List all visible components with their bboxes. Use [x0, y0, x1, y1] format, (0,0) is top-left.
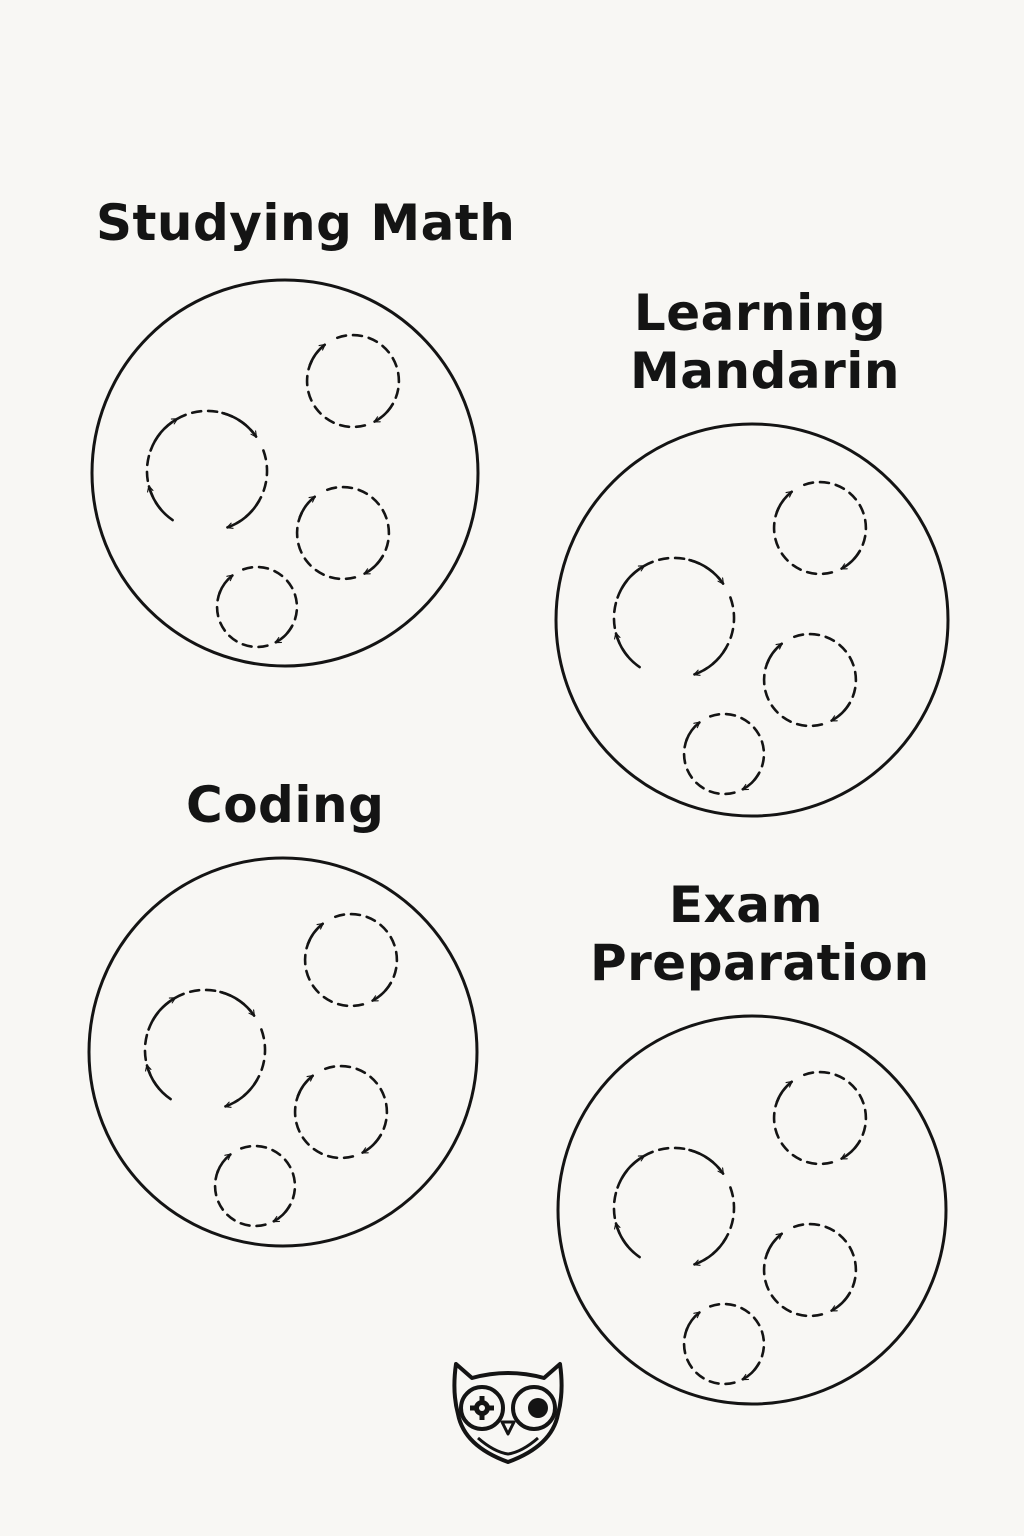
panel-title-exam-preparation: Exam Preparation: [590, 876, 930, 992]
panel-title-studying-math: Studying Math: [96, 194, 515, 252]
panel-title-coding: Coding: [186, 776, 384, 834]
loop-cycle: [612, 1146, 736, 1266]
panel-learning-mandarin: [554, 422, 950, 818]
loop-cycle: [612, 556, 736, 676]
title-line: Studying Math: [96, 194, 516, 252]
panel-circle: [90, 278, 480, 668]
loop-cycle: [215, 565, 299, 649]
panel-exam-preparation: [556, 1014, 948, 1406]
loop-cycle: [145, 409, 269, 529]
title-line: Preparation: [590, 934, 930, 992]
loop-cycle: [213, 1144, 297, 1228]
title-line: Coding: [186, 776, 385, 834]
loop-cycle: [293, 1064, 389, 1160]
gear-icon: [470, 1396, 494, 1420]
loop-cycle: [682, 712, 766, 796]
panel-title-learning-mandarin: Learning Mandarin: [630, 284, 901, 400]
loop-cycle: [772, 480, 868, 576]
panel-coding: [87, 856, 479, 1248]
owl-icon: [452, 1362, 564, 1464]
title-line: Exam: [668, 876, 824, 934]
loop-cycle: [305, 333, 401, 429]
loop-cycle: [762, 632, 858, 728]
title-line: Learning: [633, 284, 887, 342]
loop-cycle: [762, 1222, 858, 1318]
loop-cycle: [143, 988, 267, 1108]
panel-studying-math: [90, 278, 480, 668]
panel-circle: [556, 1014, 948, 1406]
panel-circle: [554, 422, 950, 818]
title-line: Mandarin: [630, 342, 901, 400]
loop-cycle: [295, 485, 391, 581]
loop-cycle: [772, 1070, 868, 1166]
panel-circle: [87, 856, 479, 1248]
loop-cycle: [682, 1302, 766, 1386]
loop-cycle: [303, 912, 399, 1008]
